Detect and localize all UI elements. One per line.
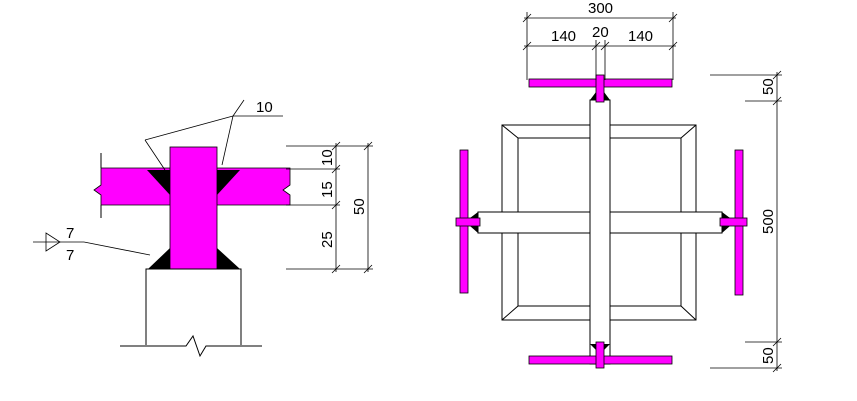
dim-300: 300 — [588, 0, 613, 17]
section-detail: 10 7 7 10 15 25 — [33, 99, 373, 358]
column-outline — [145, 268, 242, 345]
dim-10: 10 — [319, 149, 336, 166]
weld-symbol-top: 7 — [66, 225, 74, 242]
dim-25: 25 — [319, 231, 336, 248]
plan-dimensions-right: 50 500 50 — [710, 70, 782, 373]
weld-symbol-bottom: 7 — [66, 247, 74, 264]
weld-symbol: 7 7 — [33, 225, 151, 264]
weld-bottom-right — [217, 248, 240, 269]
dim-50: 50 — [351, 198, 368, 215]
cross-bar-vertical — [589, 99, 611, 365]
dim-140-right: 140 — [628, 28, 653, 45]
weld-leader-label: 10 — [256, 99, 273, 116]
plan-dimensions-top: 300 140 20 140 — [522, 0, 678, 80]
dim-50-top: 50 — [760, 78, 777, 95]
plan-view: 300 140 20 140 50 500 50 — [455, 0, 782, 373]
dim-15: 15 — [319, 181, 336, 198]
dim-500: 500 — [760, 209, 777, 234]
dim-140-left: 140 — [551, 28, 576, 45]
dim-20: 20 — [592, 24, 609, 41]
section-dimensions: 10 15 25 50 — [286, 141, 373, 274]
weld-top-right — [217, 170, 240, 195]
dim-50-bottom: 50 — [760, 347, 777, 364]
ground-break-line — [120, 334, 262, 358]
weld-top-left — [147, 170, 170, 195]
weld-bottom-left — [148, 248, 170, 269]
web-plate — [169, 146, 218, 270]
